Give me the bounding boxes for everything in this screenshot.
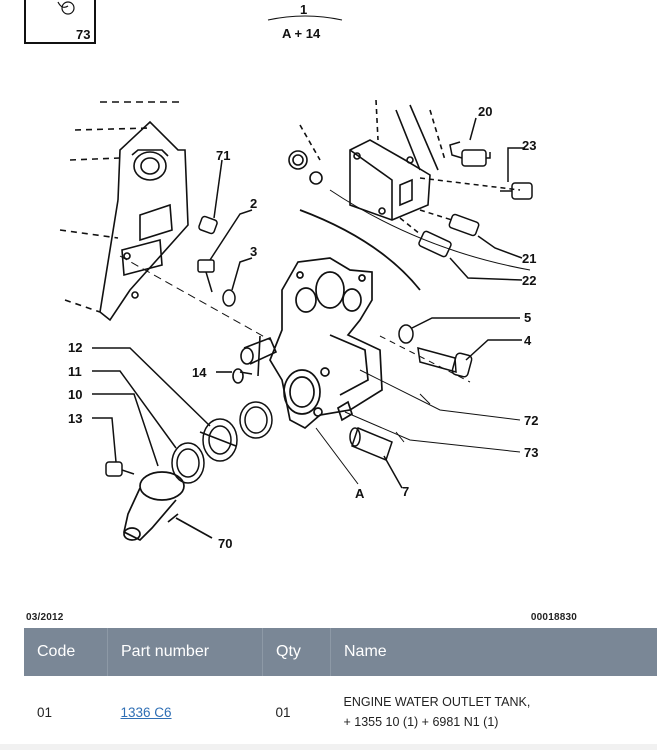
- label-2: 2: [250, 196, 257, 211]
- cell-code: 01: [24, 676, 108, 749]
- part-21-sensor: [419, 209, 523, 259]
- part-71-sleeve: [198, 159, 223, 235]
- label-5: 5: [524, 310, 531, 325]
- cell-qty: 01: [262, 676, 331, 749]
- label-22: 22: [522, 273, 536, 288]
- cell-name: ENGINE WATER OUTLET TANK, + 1355 10 (1) …: [330, 676, 657, 749]
- label-14: 14: [192, 365, 207, 380]
- part-name-line-1: ENGINE WATER OUTLET TANK,: [343, 695, 531, 709]
- part-22-sensor: [399, 217, 523, 281]
- diagram-date: 03/2012: [26, 612, 64, 623]
- water-outlet-housing: [269, 257, 383, 430]
- part-23-plug: [500, 147, 533, 200]
- diagram-reference: 00018830: [530, 612, 577, 623]
- column-header-code: Code: [24, 628, 108, 676]
- header-number: 1: [300, 2, 307, 17]
- table-header-row: Code Part number Qty Name: [24, 628, 657, 676]
- outlet-housing-right: [288, 99, 531, 291]
- label-73: 73: [524, 445, 538, 460]
- label-70: 70: [218, 536, 232, 551]
- part-14-pipe: [216, 335, 278, 384]
- label-7: 7: [402, 484, 409, 499]
- label-3: 3: [250, 244, 257, 259]
- label-12: 12: [68, 340, 82, 355]
- label-11: 11: [68, 364, 82, 379]
- part-ring-seal: [239, 401, 273, 439]
- label-20: 20: [478, 104, 492, 119]
- part-2-bolt: [197, 209, 253, 293]
- part-3-washer: [222, 257, 253, 307]
- label-71: 71: [216, 148, 230, 163]
- part-number-link[interactable]: 1336 C6: [120, 704, 172, 720]
- part-5-washer: [398, 317, 520, 344]
- label-4: 4: [524, 333, 532, 348]
- part-70-outlet-pipe: [123, 471, 213, 542]
- column-header-part-number: Part number: [107, 628, 263, 676]
- parts-table: Code Part number Qty Name 01 1336 C6 01 …: [24, 628, 657, 749]
- diagram-header: 1 A + 14: [267, 2, 343, 41]
- part-name-line-2: + 1355 10 (1) + 6981 N1 (1): [343, 715, 499, 729]
- part-20-sensor: [419, 117, 521, 191]
- part-4-bolt: [417, 339, 522, 378]
- bottom-strip: [0, 744, 657, 750]
- part-12-thermostat: [92, 347, 238, 462]
- column-header-qty: Qty: [262, 628, 331, 676]
- label-A: A: [355, 486, 365, 501]
- label-21: 21: [522, 251, 536, 266]
- label-72: 72: [524, 413, 538, 428]
- thumbnail-box[interactable]: 73: [24, 0, 96, 44]
- thumbnail-number: 73: [76, 27, 90, 42]
- cell-part-number: 1336 C6: [107, 676, 263, 749]
- part-7-sleeve: [349, 427, 403, 489]
- part-13-plug: [92, 417, 135, 477]
- table-row: 01 1336 C6 01 ENGINE WATER OUTLET TANK, …: [24, 676, 657, 749]
- engine-block: [59, 101, 189, 322]
- part-11-seal: [92, 370, 205, 484]
- label-10: 10: [68, 387, 82, 402]
- label-13: 13: [68, 411, 82, 426]
- header-sub: A + 14: [282, 26, 321, 41]
- label-23: 23: [522, 138, 536, 153]
- exploded-parts-diagram: 73 1 A + 14: [24, 0, 538, 551]
- part-10-seal: [92, 393, 159, 467]
- column-header-name: Name: [344, 643, 387, 660]
